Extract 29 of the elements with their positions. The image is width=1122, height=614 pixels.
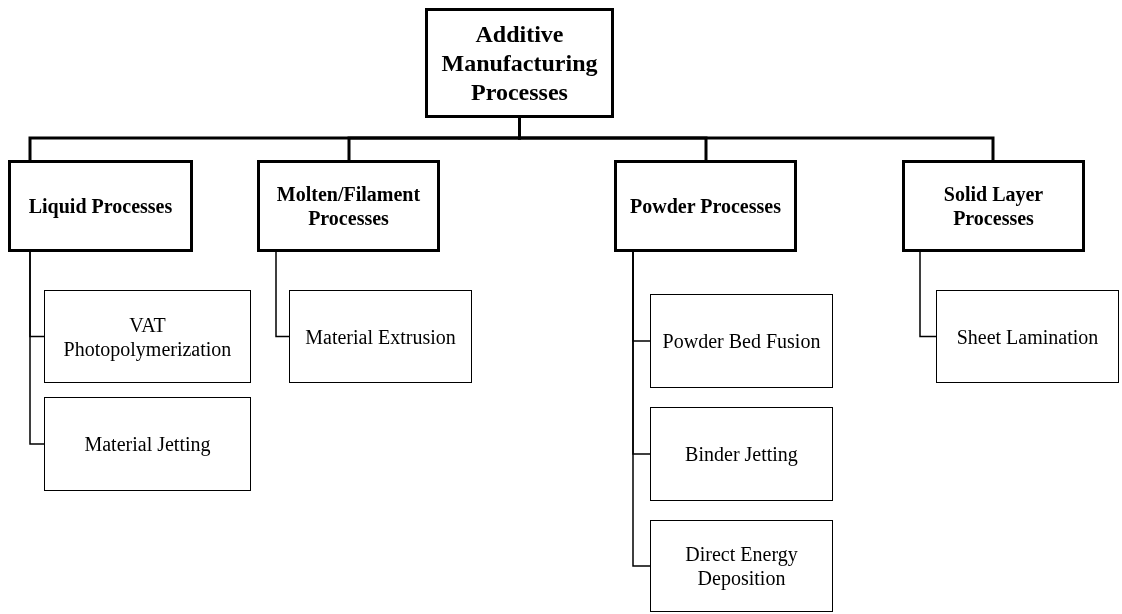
process-box — [650, 294, 833, 388]
category-box — [614, 160, 797, 252]
box-text: Binder Jetting — [685, 442, 798, 466]
connector-line — [632, 251, 651, 567]
connector-line — [919, 251, 937, 338]
box-text: Powder Processes — [630, 194, 781, 218]
box-text: VAT Photopolymerization — [62, 312, 233, 361]
category-box — [8, 160, 193, 252]
box-text: Direct Energy Deposition — [684, 542, 799, 590]
box-text: Powder Bed Fusion — [662, 329, 821, 353]
box-text: Sheet Lamination — [956, 324, 1099, 349]
box-text: Additive Manufacturing Processes — [440, 19, 599, 107]
box-text: Material Extrusion — [305, 324, 456, 349]
box-text: Molten/Filament Processes — [275, 182, 422, 230]
process-box — [44, 290, 251, 383]
box-text: Solid Layer Processes — [942, 182, 1045, 230]
box-text: Material Jetting — [84, 432, 211, 456]
connector-line — [275, 251, 290, 338]
process-box — [44, 397, 251, 491]
category-box — [257, 160, 440, 252]
connector-line — [29, 251, 45, 445]
process-box — [650, 520, 833, 612]
process-box — [289, 290, 472, 383]
process-box — [650, 407, 833, 501]
category-box — [902, 160, 1085, 252]
process-box — [936, 290, 1119, 383]
root-box — [425, 8, 614, 118]
connector-line — [518, 118, 995, 160]
box-text: Liquid Processes — [28, 194, 173, 218]
